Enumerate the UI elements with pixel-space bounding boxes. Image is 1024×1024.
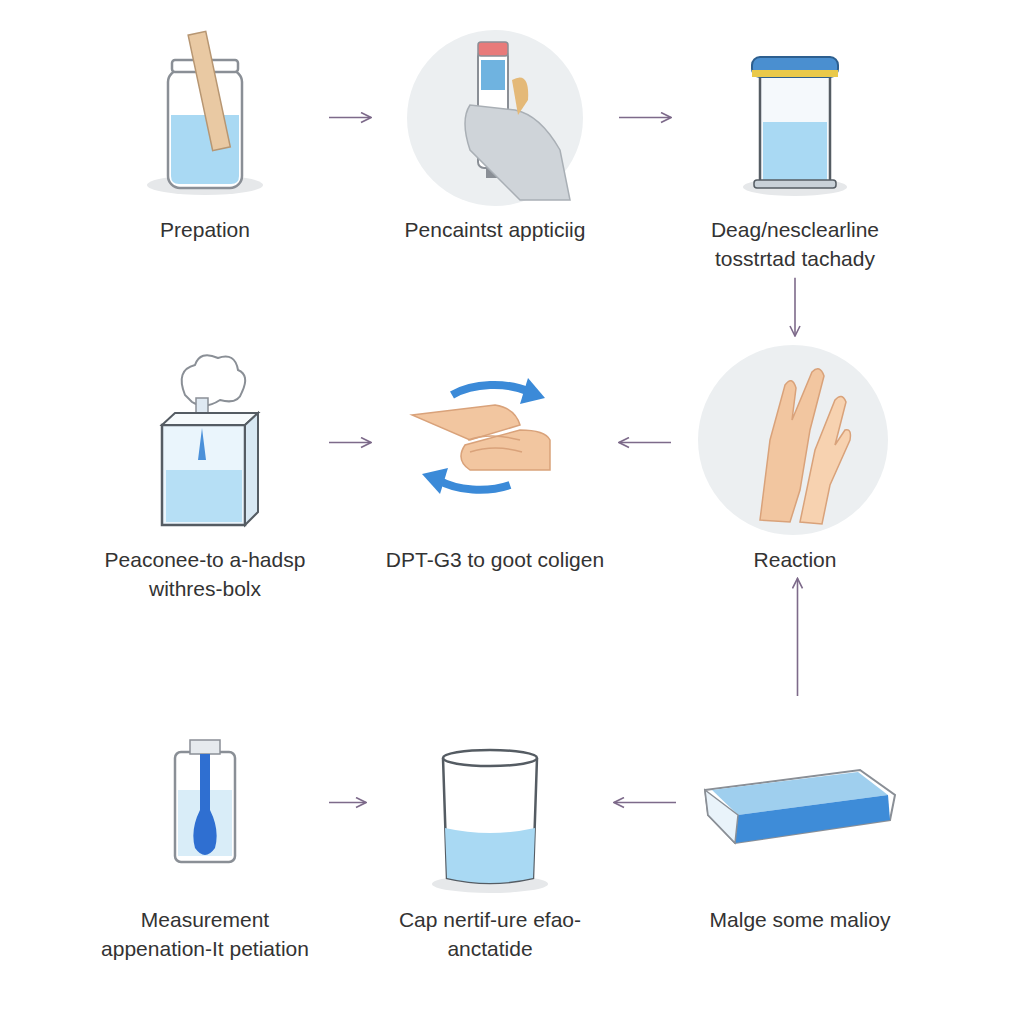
step-label: Measurement appenation-It petiation (85, 905, 325, 964)
flow-arrow (329, 117, 371, 119)
flow-arrow (619, 442, 671, 444)
step-label: Pencaintst appticiig (405, 215, 586, 244)
step-node: Pencaintst appticiig (375, 20, 615, 244)
chamber-icon (162, 355, 258, 525)
tray-icon (705, 770, 895, 843)
flow-arrow (614, 802, 676, 804)
step-node: Prepation (85, 20, 325, 244)
flow-arrow (794, 278, 796, 336)
step-node: Cap nertif-ure efao-anctatide (370, 700, 610, 964)
step-label: DPT-G3 to goot coligen (386, 545, 604, 574)
flow-arrow (329, 802, 366, 804)
glass-icon (432, 750, 548, 893)
step-node: Malge some malioy (680, 700, 920, 934)
step-label: Deag/nesclearline tosstrtad tachady (675, 215, 915, 274)
step-node: Measurement appenation-It petiation (85, 700, 325, 964)
flow-arrow (797, 578, 799, 696)
flow-arrow (329, 442, 371, 444)
vial-icon (407, 30, 583, 206)
jar-icon (147, 31, 263, 195)
step-node: Deag/nesclearline tosstrtad tachady (675, 20, 915, 274)
step-node: Peaconee-to a-hadsp withres-bolx (85, 340, 325, 604)
flow-arrow (619, 117, 671, 119)
step-label: Reaction (754, 545, 837, 574)
step-label: Peaconee-to a-hadsp withres-bolx (85, 545, 325, 604)
step-node: DPT-G3 to goot coligen (375, 340, 615, 574)
handshake-icon (412, 378, 550, 494)
step-label: Malge some malioy (710, 905, 891, 934)
container-icon (743, 57, 847, 196)
hands-icon (698, 345, 888, 535)
step-node: Reaction (675, 340, 915, 574)
step-label: Cap nertif-ure efao-anctatide (370, 905, 610, 964)
tube-icon (175, 740, 235, 862)
step-label: Prepation (160, 215, 250, 244)
